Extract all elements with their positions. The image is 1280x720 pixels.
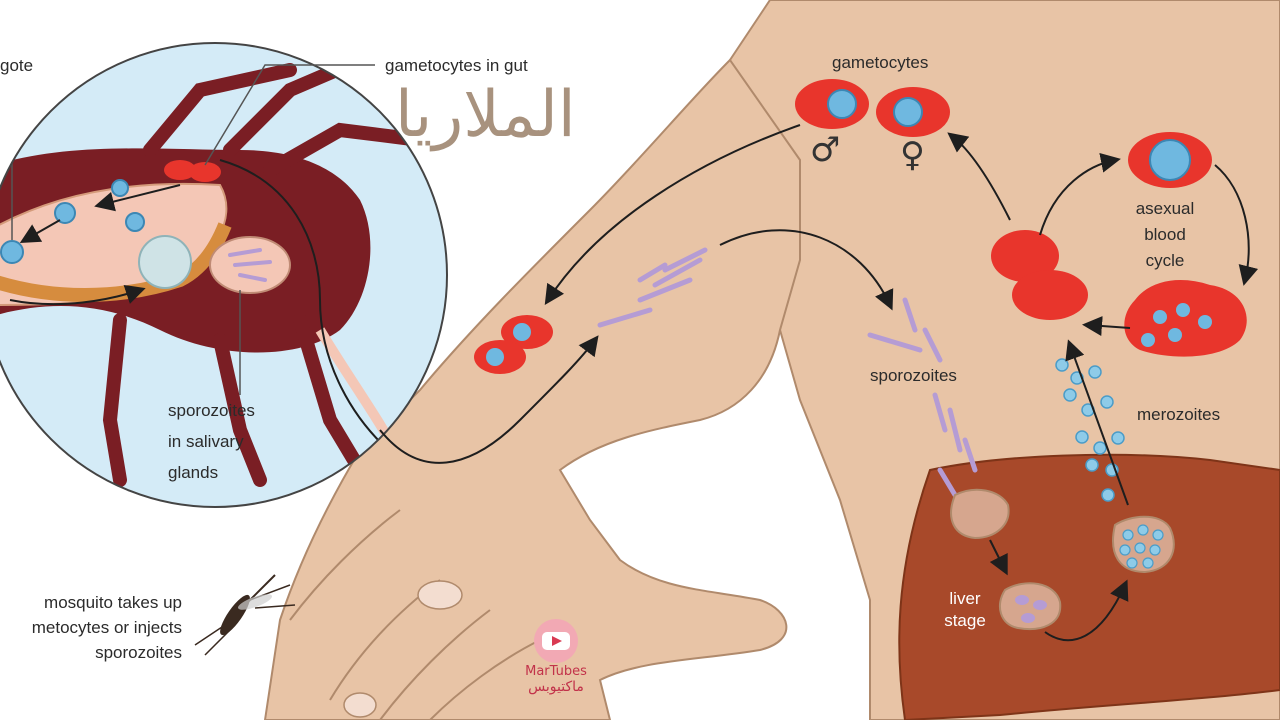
label-line: blood [1125,224,1205,246]
label-line: in salivary [168,431,255,453]
label-sporozoites: sporozoites [870,365,957,387]
label-sporozoites-salivary: sporozoites in salivary glands [168,400,255,484]
label-liver-stage: liver stage [935,588,995,632]
title-arabic: الملاريا [395,78,576,152]
watermark-logo: MarTubes ماكتيوبس [508,620,604,695]
rbc [1012,270,1088,320]
label-line: liver [935,588,995,610]
label-line: mosquito takes up [0,592,182,614]
label-line: cycle [1125,250,1205,272]
label-gametocytes-in-gut: gametocytes in gut [385,55,528,77]
male-symbol: ♂ [810,130,840,170]
fingernail [344,693,376,717]
watermark-brand: MarTubes [508,664,604,679]
label-merozoites: merozoites [1137,404,1220,426]
label-line: sporozoites [0,642,182,664]
label-gametocytes: gametocytes [832,52,928,74]
watermark-brand-arabic: ماكتيوبس [508,679,604,695]
gut-cell [1,241,23,263]
label-zygote: gote [0,55,33,77]
label-line: stage [935,610,995,632]
fingernail [418,581,462,609]
female-symbol: ♀ [900,135,925,175]
hepatocyte-infected [951,490,1009,538]
label-line: asexual [1125,198,1205,220]
gut-cell [126,213,144,231]
label-line: sporozoites [168,400,255,422]
oocyst [139,236,191,288]
gut-cell [112,180,128,196]
label-mosquito-note: mosquito takes up metocytes or injects s… [0,592,182,664]
label-line: glands [168,462,255,484]
label-line: metocytes or injects [0,617,182,639]
label-asexual-blood-cycle: asexual blood cycle [1125,198,1205,272]
